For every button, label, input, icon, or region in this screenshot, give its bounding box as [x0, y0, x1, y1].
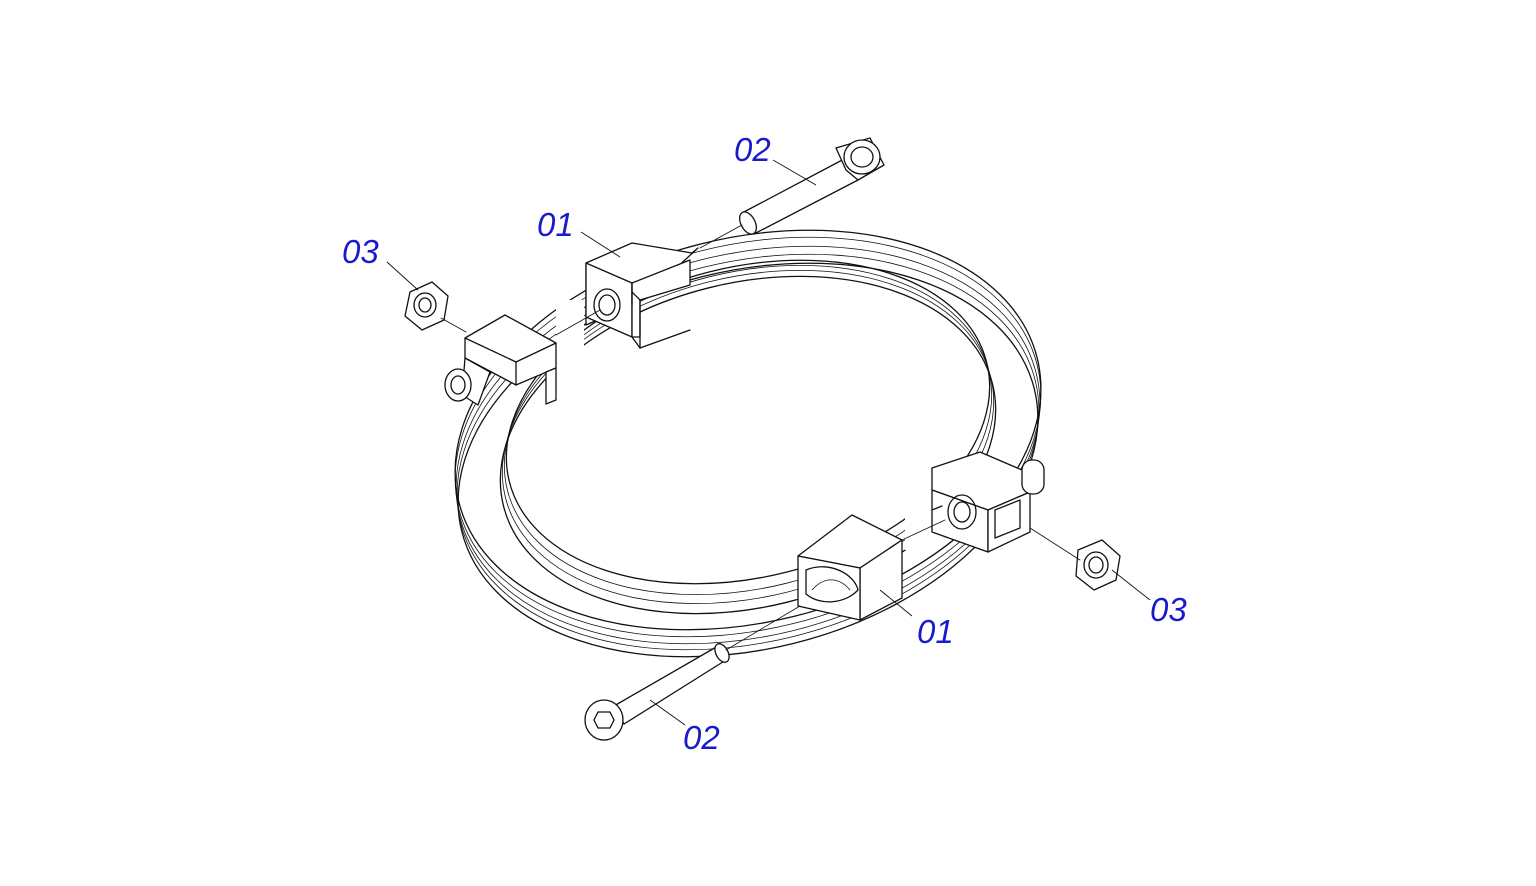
split-gap-right — [905, 470, 933, 550]
leader-lines — [386, 159, 1151, 726]
clamp-ring — [454, 229, 1042, 658]
callout-02-bottom: 02 — [683, 719, 720, 756]
callout-labels: 02 01 03 03 01 02 — [342, 131, 1187, 756]
callout-02-top: 02 — [734, 131, 771, 168]
split-gap-left — [556, 300, 584, 375]
callout-01-bottom: 01 — [917, 613, 954, 650]
nut-right — [1075, 539, 1121, 591]
lug-left — [444, 314, 557, 406]
bolt-bottom — [584, 643, 730, 741]
callout-03-right: 03 — [1150, 591, 1187, 628]
nut-left — [404, 281, 449, 331]
lug-right — [931, 451, 1045, 553]
bolt-top — [738, 137, 885, 235]
callout-01-top: 01 — [537, 206, 574, 243]
callout-03-left: 03 — [342, 233, 379, 270]
assembly-axis-lines — [440, 224, 1081, 651]
lug-top-left — [585, 242, 699, 349]
